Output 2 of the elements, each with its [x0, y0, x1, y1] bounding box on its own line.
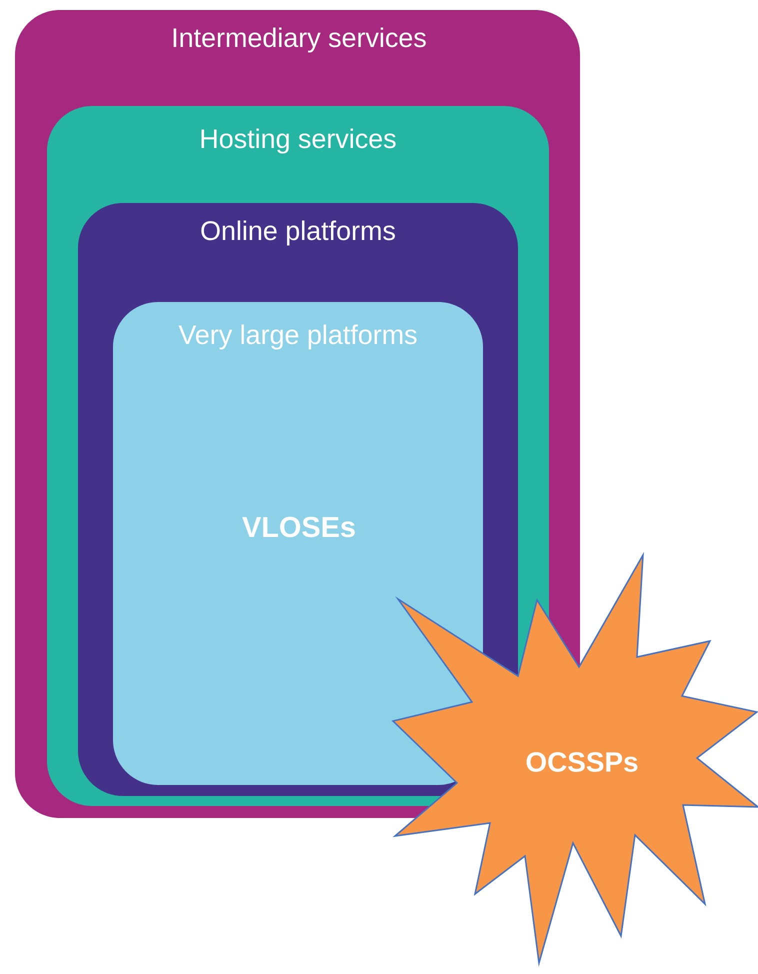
starburst: OCSSPs [392, 552, 758, 967]
nested-box: Very large platforms VLOSEs [113, 302, 483, 785]
